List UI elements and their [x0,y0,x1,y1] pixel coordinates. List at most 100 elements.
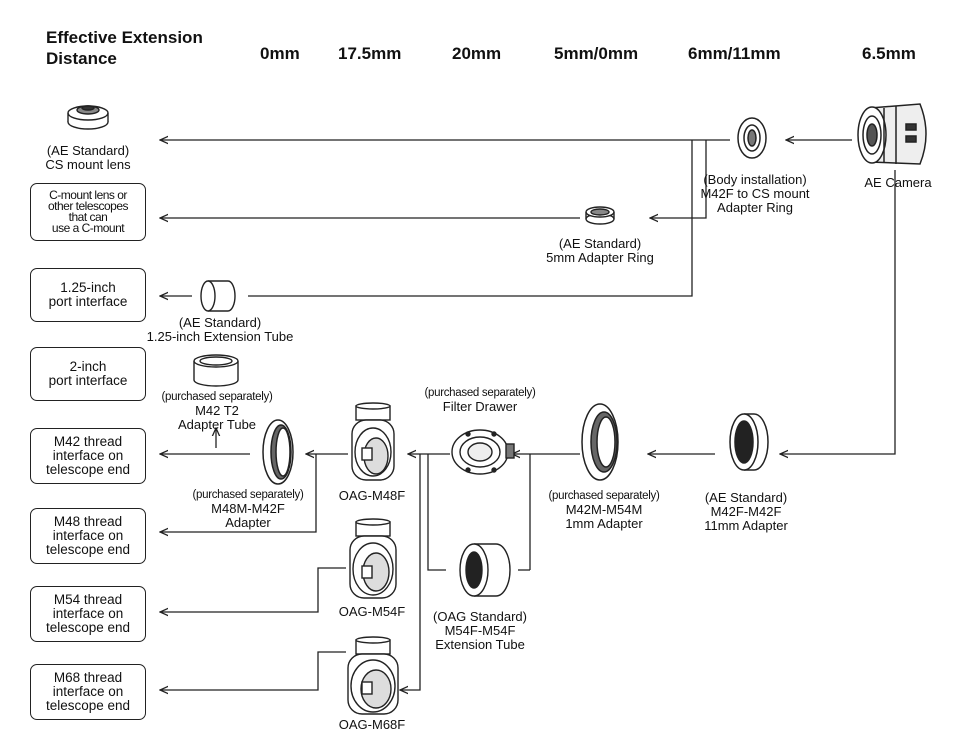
ext-tube-to-oag-line [427,454,446,571]
filter-drawer-icon [451,429,515,475]
cs-ring-label: (Body installation) M42F to CS mount Ada… [690,173,820,215]
m54-interface-line: interface on [52,606,124,621]
m42m-m54m-label-line: (purchased separately) [548,490,660,502]
m42f-m42f-adapter-icon [729,413,769,471]
port-125-box-line: port interface [48,294,128,309]
cs-lens-label: (AE Standard) CS mount lens [30,144,146,172]
filter-drawer-label-line: (purchased separately) [424,387,536,399]
c-mount-box-line: other telescopes [47,199,129,213]
m68-interface-line: interface on [52,684,124,699]
m48-adapter-label-line: M48M-M42F [211,501,285,516]
column-header-17-5mm: 17.5mm [338,44,402,63]
cs-ring-label-line: Adapter Ring [717,200,793,215]
port-125-box-line: 1.25-inch [60,280,116,295]
column-header-6-5mm: 6.5mm [862,44,916,63]
column-header-5mm-0mm: 5mm/0mm [554,44,639,63]
m54-ext-tube-label-line: M54F-M54F [444,623,516,638]
m42f-m42f-label-line: M42F-M42F [710,504,782,519]
m48-interface-line: telescope end [45,542,131,557]
cs-ring-icon [737,117,767,159]
tube-125-label-line: (AE Standard) [178,315,262,330]
oag-m54f-label: OAG-M54F [338,604,406,619]
port-2-box-line: 2-inch [69,359,107,374]
column-header-0mm: 0mm [260,44,300,63]
t2-tube-label: (purchased separately) M42 T2 Adapter Tu… [150,390,284,432]
port-125-box: 1.25-inch port interface [30,268,146,322]
m54-interface-box: M54 thread interface on telescope end [30,586,146,642]
m48-interface-line: interface on [52,528,124,543]
m68-interface-box: M68 thread interface on telescope end [30,664,146,720]
m68-interface-line: M68 thread [53,670,123,685]
m42m-m54m-adapter-icon [581,403,619,481]
diagram-title: Effective Extension Distance [46,27,203,69]
cs-ring-label-line: (Body installation) [703,172,807,187]
m68-interface-line: telescope end [45,698,131,713]
m42f-m42f-label-line: 11mm Adapter [704,518,788,533]
tube-125-icon [200,280,236,312]
m42f-m42f-label: (AE Standard) M42F-M42F 11mm Adapter [690,491,802,533]
cs-lens-icon [67,105,109,130]
ring-5mm-label-line: 5mm Adapter Ring [546,250,654,265]
tube-125-label: (AE Standard) 1.25-inch Extension Tube [140,316,300,344]
camera-drop-line [780,170,896,454]
title-line-1: Effective Extension [46,28,203,47]
m48-adapter-label-line: Adapter [225,515,271,530]
t2-tube-icon [193,354,239,387]
m42f-m42f-label-line: (AE Standard) [704,490,788,505]
to-m68-interface-arrow [160,651,346,690]
m42m-m54m-label-line: M42M-M54M [565,502,643,517]
m42-interface-line: telescope end [45,462,131,477]
oag-m54f-icon [349,518,397,599]
m54-ext-tube-label-line: (OAG Standard) [433,609,527,624]
m42m-m54m-label-line: 1mm Adapter [565,516,643,531]
oag-column-vertical [400,454,421,690]
oag-m68f-icon [347,636,399,715]
port-2-box: 2-inch port interface [30,347,146,401]
filter-drawer-label: (purchased separately) Filter Drawer [410,386,550,414]
oag-m48f-label: OAG-M48F [338,488,406,503]
t2-tube-label-line: M42 T2 [195,403,239,418]
m48-interface-box: M48 thread interface on telescope end [30,508,146,564]
ring-5mm-icon [585,206,615,225]
filter-drawer-label-line: Filter Drawer [442,399,518,414]
to-m54-interface-arrow [160,567,346,612]
cs-ring-drop-line-2 [248,140,693,297]
m42-interface-line: interface on [52,448,124,463]
connector-lines [160,140,896,690]
t2-tube-label-line: Adapter Tube [177,417,257,432]
cs-lens-label-line: (AE Standard) [46,143,130,158]
tube-125-label-line: 1.25-inch Extension Tube [146,329,294,344]
ae-camera-icon [857,103,927,165]
m54-interface-line: telescope end [45,620,131,635]
oag-m68f-label: OAG-M68F [338,717,406,732]
c-mount-box-line: C-mount lens or [49,188,127,202]
c-mount-box-line: use a C-mount [51,221,125,235]
c-mount-box-line: that can [68,210,108,224]
column-header-20mm: 20mm [452,44,502,63]
title-line-2: Distance [46,49,117,68]
m48-adapter-label: (purchased separately) M48M-M42F Adapter [180,488,316,530]
cs-lens-label-line: CS mount lens [45,157,131,172]
ring-5mm-label-line: (AE Standard) [558,236,642,251]
ring-5mm-label: (AE Standard) 5mm Adapter Ring [530,237,670,265]
m42-interface-box: M42 thread interface on telescope end [30,428,146,484]
m48-interface-line: M48 thread [53,514,123,529]
to-m48-interface-arrow [160,454,317,532]
m54-ext-tube-label: (OAG Standard) M54F-M54F Extension Tube [418,610,542,652]
m48-adapter-label-line: (purchased separately) [192,489,304,501]
m54-interface-line: M54 thread [53,592,123,607]
column-header-6mm-11mm: 6mm/11mm [688,44,781,63]
m54-ext-tube-icon [459,543,511,597]
m54-ext-tube-label-line: Extension Tube [435,637,525,652]
m42m-m54m-label: (purchased separately) M42M-M54M 1mm Ada… [536,489,672,531]
m42-interface-line: M42 thread [53,434,123,449]
c-mount-box: C-mount lens or other telescopes that ca… [30,183,146,241]
port-2-box-line: port interface [48,373,128,388]
oag-m48f-icon [351,402,395,481]
t2-tube-label-line: (purchased separately) [161,391,273,403]
cs-ring-label-line: M42F to CS mount [700,186,810,201]
camera-label: AE Camera [864,175,932,190]
cs-ring-drop-line [650,140,707,218]
